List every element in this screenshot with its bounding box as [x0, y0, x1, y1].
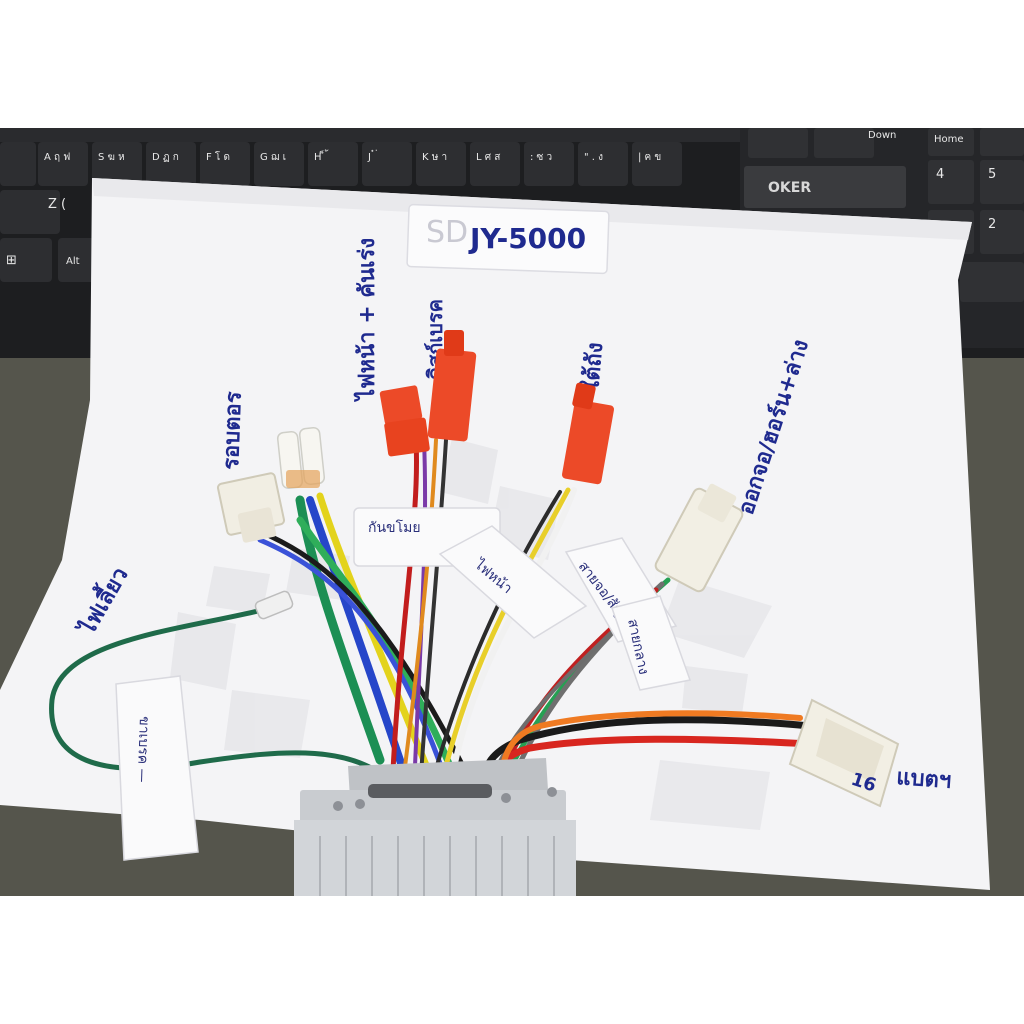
power-connector — [561, 382, 615, 485]
tag-1-text: กันขโมย — [368, 519, 421, 536]
throttle-connector — [379, 330, 477, 457]
model-text: JY-5000 — [468, 222, 586, 255]
screw-icon — [547, 787, 557, 797]
keyboard-key: S ฆ ห — [92, 142, 142, 186]
key-4: 4 — [936, 167, 944, 182]
throttle-label: ไฟหน้า + คันเร่ง — [353, 238, 380, 402]
key-down: Down — [868, 130, 896, 141]
keyboard-key-label: D ฏ ก — [152, 152, 179, 163]
key-home: Home — [934, 134, 964, 145]
keyboard-key-label: : ซ ว — [530, 152, 552, 163]
screw-icon — [355, 799, 365, 809]
keyboard-key-label: H ็ ้ — [314, 149, 329, 163]
keyboard-key: : ซ ว — [524, 142, 574, 186]
model-label: SD JY-5000 — [406, 203, 610, 275]
keyboard-key-label: F โ ด — [206, 150, 230, 163]
keyboard-key-label: | ฅ ข — [638, 152, 661, 163]
keyboard-key-label: J ๋ ่ — [367, 149, 378, 163]
key-2: 2 — [988, 217, 996, 232]
key-5: 5 — [988, 167, 996, 182]
keyboard-key: D ฏ ก — [146, 142, 196, 186]
battery-label: แบตฯ — [896, 765, 952, 794]
keyboard-key-label: K ษ า — [422, 152, 447, 163]
keyboard-key: H ็ ้ — [308, 142, 358, 186]
tag-5: ขาเบรค — — [115, 675, 199, 861]
screw-icon — [333, 801, 343, 811]
keyboard-key: " . ง — [578, 142, 628, 186]
keyboard-key-label: A ฤ ฟ — [44, 152, 70, 163]
indicator-connector — [254, 590, 294, 620]
keyboard-key: F โ ด — [200, 142, 250, 186]
keyboard-key: K ษ า — [416, 142, 466, 186]
tag-2: ไฟหน้า — [438, 525, 588, 639]
keyboard-key: L ศ ส — [470, 142, 520, 186]
keyboard-key-label: " . ง — [584, 152, 603, 163]
key-row-1: A ฤ ฟ S ฆ ห D ฏ ก F โ ด G ฌ เ H ็ ้ J ๋ ่ K ษ า… — [38, 142, 682, 186]
tag-5-text: ขาเบรค — — [134, 716, 152, 783]
controller-box — [294, 758, 576, 896]
windows-key-icon: ⊞ — [6, 253, 17, 268]
keyboard-key: J ๋ ่ — [362, 142, 412, 186]
speed-sensor-plugs — [276, 426, 326, 490]
speed-label: รอบตอร — [219, 391, 247, 470]
speed-connector — [216, 472, 286, 543]
key-alt: Alt — [66, 256, 80, 267]
keyboard-key: | ฅ ข — [632, 142, 682, 186]
top-border — [0, 0, 1024, 128]
battery-connector: 16 — [788, 698, 900, 808]
bottom-border — [0, 896, 1024, 1024]
ghost-text: SD — [426, 215, 468, 250]
keyboard-key-label: L ศ ส — [476, 152, 500, 163]
keyboard-key: G ฌ เ — [254, 142, 304, 186]
keyboard-brand: OKER — [768, 180, 811, 196]
keyboard-key-label: G ฌ เ — [260, 152, 286, 163]
screw-icon — [501, 793, 511, 803]
display-connector — [654, 483, 744, 593]
key-z: Z ( — [48, 197, 66, 212]
keyboard-key-label: S ฆ ห — [98, 152, 125, 163]
keyboard-key: A ฤ ฟ — [38, 142, 88, 186]
cable-gland — [368, 784, 492, 798]
